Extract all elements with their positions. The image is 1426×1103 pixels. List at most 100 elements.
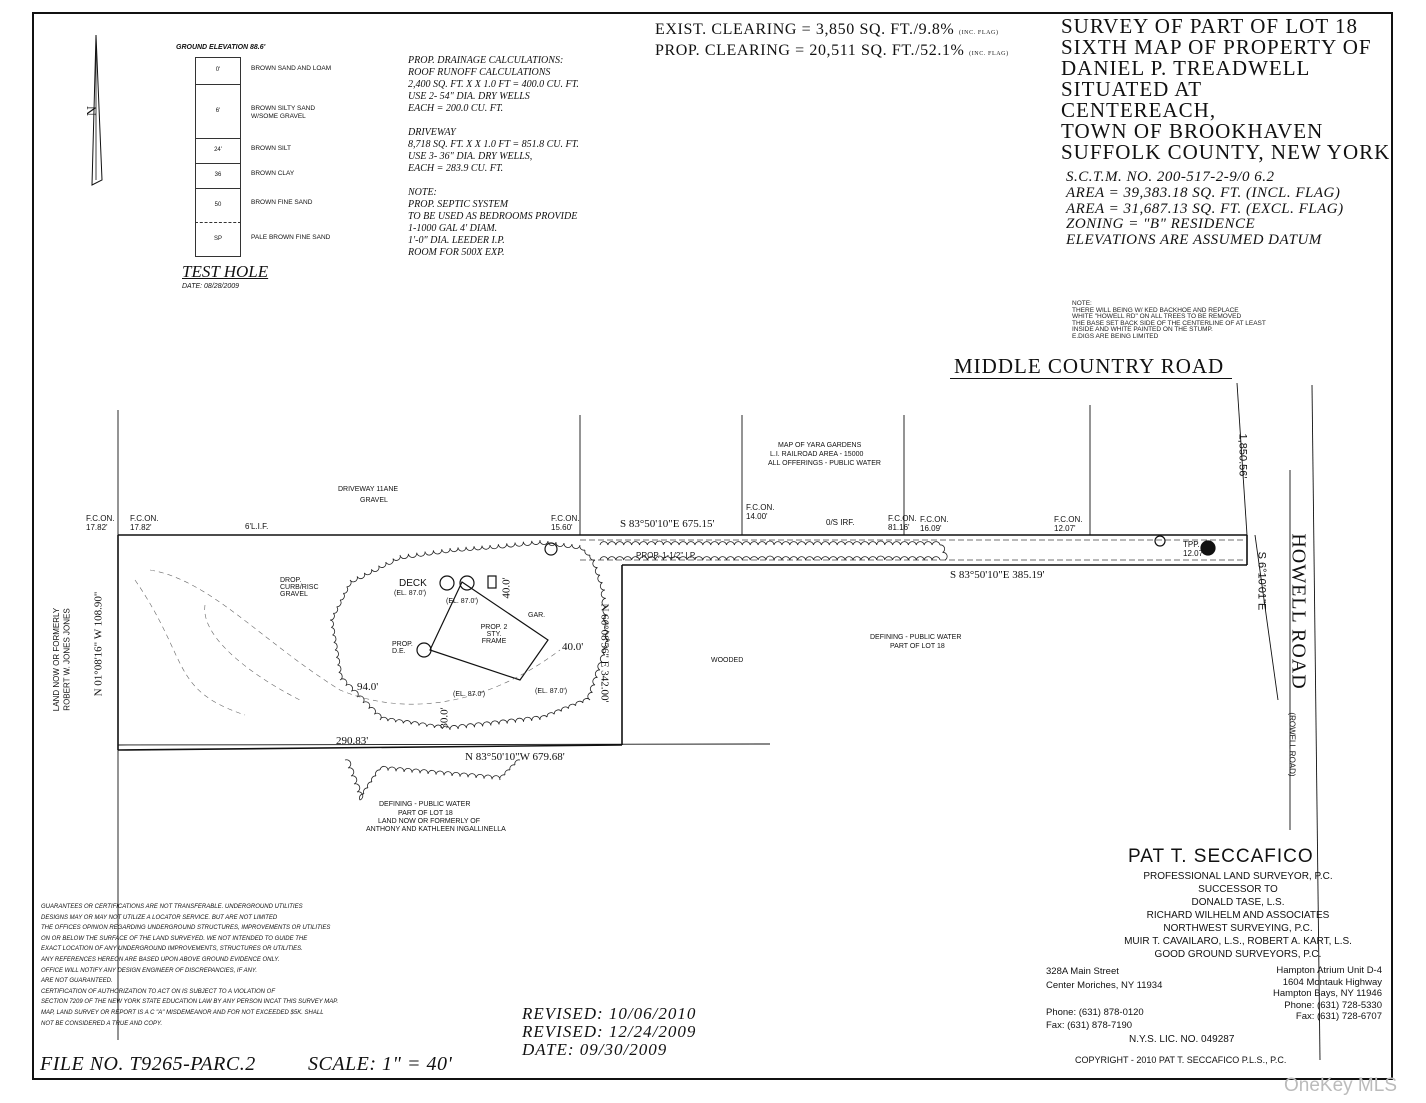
test-hole-ground-elevation: GROUND ELEVATION 88.6' (176, 44, 266, 51)
office-left-line (1046, 992, 1162, 1006)
guarantee-line: EXACT LOCATION OF ANY UNDERGROUND IMPROV… (41, 946, 303, 953)
office-right-line: 1604 Montauk Highway (1282, 976, 1382, 988)
defining-label-2d: ANTHONY AND KATHLEEN INGALLINELLA (366, 826, 506, 833)
office-left-line: Fax: (631) 878-7190 (1046, 1020, 1133, 1031)
test-hole-title: TEST HOLE (182, 262, 269, 281)
drainage-line: USE 2- 54" DIA. DRY WELLS (408, 91, 530, 102)
surveyor-line: RICHARD WILHELM AND ASSOCIATES (1146, 910, 1330, 921)
flag-bearing: S 83°50'10"E 385.19' (950, 569, 1045, 581)
test-hole-desc: BROWN SILTY SAND W/SOME GRAVEL (251, 105, 316, 120)
drainage-line: PROP. DRAINAGE CALCULATIONS: (408, 55, 564, 66)
guarantee-line: OFFICE WILL NOTIFY ANY DESIGN ENGINEER O… (41, 967, 258, 974)
drainage-line: PROP. SEPTIC SYSTEM (408, 199, 509, 210)
test-hole-layer: 24' (195, 138, 241, 164)
middle-country-road-label: MIDDLE COUNTRY ROAD (954, 354, 1225, 378)
office-left-line: Phone: (631) 878-0120 (1046, 1006, 1144, 1018)
setback-30: 30.0' (438, 707, 451, 729)
drainage-line: 8,718 SQ. FT. X X 1.0 FT = 851.8 CU. FT. (408, 139, 579, 150)
yara-label-1: MAP OF YARA GARDENS (778, 442, 862, 449)
test-hole-column (195, 57, 241, 257)
howell-road-label: HOWELL ROAD (1287, 533, 1310, 690)
south-bearing: N 83°50'10"W 679.68' (465, 751, 565, 763)
house-elevation-2: (EL. 87.0') (453, 691, 486, 698)
surveyor-line: GOOD GROUND SURVEYORS, P.C. (1154, 949, 1322, 960)
file-number: FILE NO. T9265-PARC.2 (40, 1053, 256, 1075)
deck-elevation: (EL. 87.0') (394, 590, 427, 597)
test-hole-layer: SP (195, 222, 241, 257)
fcon-label-1: F.C.ON. 17.82' (86, 514, 115, 532)
surveyor-line: SUCCESSOR TO (1198, 884, 1278, 895)
tpp-label: TPP. 12.07 (1183, 540, 1204, 558)
test-hole-layer: 36 (195, 163, 241, 189)
guarantee-notes: GUARANTEES OR CERTIFICATIONS ARE NOT TRA… (41, 902, 338, 1029)
house-elevation-1: (EL. 87.0') (446, 598, 479, 605)
guarantee-line: CERTIFICATION OF AUTHORIZATION TO ACT ON… (41, 988, 276, 995)
tree-note: NOTE: THERE WILL BEING W/ KED BACKHOE AN… (1072, 300, 1266, 340)
office-right-line: Hampton Atrium Unit D-4 (1276, 965, 1382, 976)
drainage-line: USE 3- 36" DIA. DRY WELLS, (408, 151, 533, 162)
copyright: COPYRIGHT - 2010 PAT T. SECCAFICO P.L.S.… (1075, 1055, 1287, 1065)
driveway-sub-label: GRAVEL (360, 497, 388, 504)
surveyor-line: DONALD TASE, L.S. (1191, 897, 1285, 908)
guarantee-line: DESIGNS MAY OR MAY NOT UTILIZE A LOCATOR… (41, 914, 278, 921)
guarantee-line: SECTION 7209 OF THE NEW YORK STATE EDUCA… (41, 999, 339, 1006)
defining-label-1b: PART OF LOT 18 (890, 643, 945, 650)
guarantee-line: ANY REFERENCES HEREON ARE BASED UPON ABO… (41, 956, 280, 963)
fcon-label-4: F.C.ON. 14.00' (746, 503, 775, 521)
exist-clearing: EXIST. CLEARING = 3,850 SQ. FT./9.8% (655, 21, 955, 38)
lip-label: 6'L.I.F. (245, 522, 269, 531)
west-owner-2: ROBERT W. JONES JONES (62, 608, 72, 711)
license-number: N.Y.S. LIC. NO. 049287 (1129, 1034, 1235, 1045)
pipe-label: PROP. 1-1/2" I.P. (636, 551, 697, 560)
office-left-line: 328A Main Street (1046, 966, 1119, 977)
de-label: PROP. D.E. (392, 641, 413, 655)
setback-40: 40.0' (562, 641, 584, 653)
guarantee-line: GUARANTEES OR CERTIFICATIONS ARE NOT TRA… (41, 904, 303, 910)
fcon-label-5: F.C.ON. 81.16' (888, 514, 917, 532)
office-right-line: Fax: (631) 728-6707 (1295, 1011, 1382, 1022)
driveway-label: DRIVEWAY 11ANE (338, 486, 399, 493)
test-hole-layer: 0' (195, 57, 241, 85)
fcon-label-3: F.C.ON. 15.60' (551, 514, 580, 532)
setback-94: 94.0' (357, 681, 379, 693)
office-right-line: Phone: (631) 728-5330 (1284, 999, 1382, 1011)
sheet-border (32, 12, 1393, 1080)
parcel-info-line: AREA = 39,383.18 SQ. FT. (INCL. FLAG) (1066, 184, 1341, 201)
exist-clearing-suffix: (INC. FLAG) (958, 30, 999, 36)
title-line: TOWN OF BROOKHAVEN (1061, 119, 1324, 143)
title-line: CENTEREACH, (1061, 98, 1217, 122)
wooded-label: WOODED (711, 657, 744, 664)
office-right-line: Hampton Bays, NY 11946 (1273, 988, 1382, 999)
surveyor-lines: PROFESSIONAL LAND SURVEYOR, P.C.SUCCESSO… (1098, 870, 1378, 961)
os-label: 0/S IRF. (826, 518, 855, 527)
drop-curb-label: DROP. CURB/RISC GRAVEL (280, 577, 319, 598)
test-hole-desc: PALE BROWN FINE SAND (251, 233, 331, 241)
test-hole-depth: 24' (214, 147, 222, 153)
scale-label: SCALE: 1" = 40' (308, 1053, 453, 1075)
title-line: SIXTH MAP OF PROPERTY OF (1061, 35, 1372, 59)
clearing-block: EXIST. CLEARING = 3,850 SQ. FT./9.8% (IN… (655, 21, 1009, 63)
howell-road-sub: (ROWELL ROAD) (1287, 712, 1297, 777)
guarantee-line: ON OR BELOW THE SURFACE OF THE LAND SURV… (41, 935, 308, 942)
drainage-line: 1-1000 GAL 4' DIAM. (408, 223, 498, 234)
house-label: PROP. 2 STY. FRAME (480, 624, 508, 645)
test-hole-desc: BROWN SAND AND LOAM (251, 64, 332, 72)
setback-40-deck: 40.0' (500, 577, 513, 599)
north-bearing: S 83°50'10"E 675.15' (620, 518, 715, 530)
guarantee-line: NOT BE CONSIDERED A TRUE AND COPY. (41, 1020, 163, 1027)
watermark: OneKey MLS (1284, 1075, 1397, 1096)
prop-clearing: PROP. CLEARING = 20,511 SQ. FT./52.1% (655, 42, 965, 59)
drainage-line: DRIVEWAY (408, 127, 456, 138)
front-bearing: S 6°10'01"E (1255, 551, 1268, 611)
drainage-line: 2,400 SQ. FT. X X 1.0 FT = 400.0 CU. FT. (408, 79, 579, 90)
title-line: DANIEL P. TREADWELL (1061, 56, 1311, 80)
yara-label-3: ALL OFFERINGS - PUBLIC WATER (768, 460, 881, 467)
test-hole-desc: BROWN FINE SAND (251, 199, 313, 206)
test-hole-depth: 6' (215, 108, 221, 114)
parcel-info-line: ELEVATIONS ARE ASSUMED DATUM (1066, 232, 1322, 249)
